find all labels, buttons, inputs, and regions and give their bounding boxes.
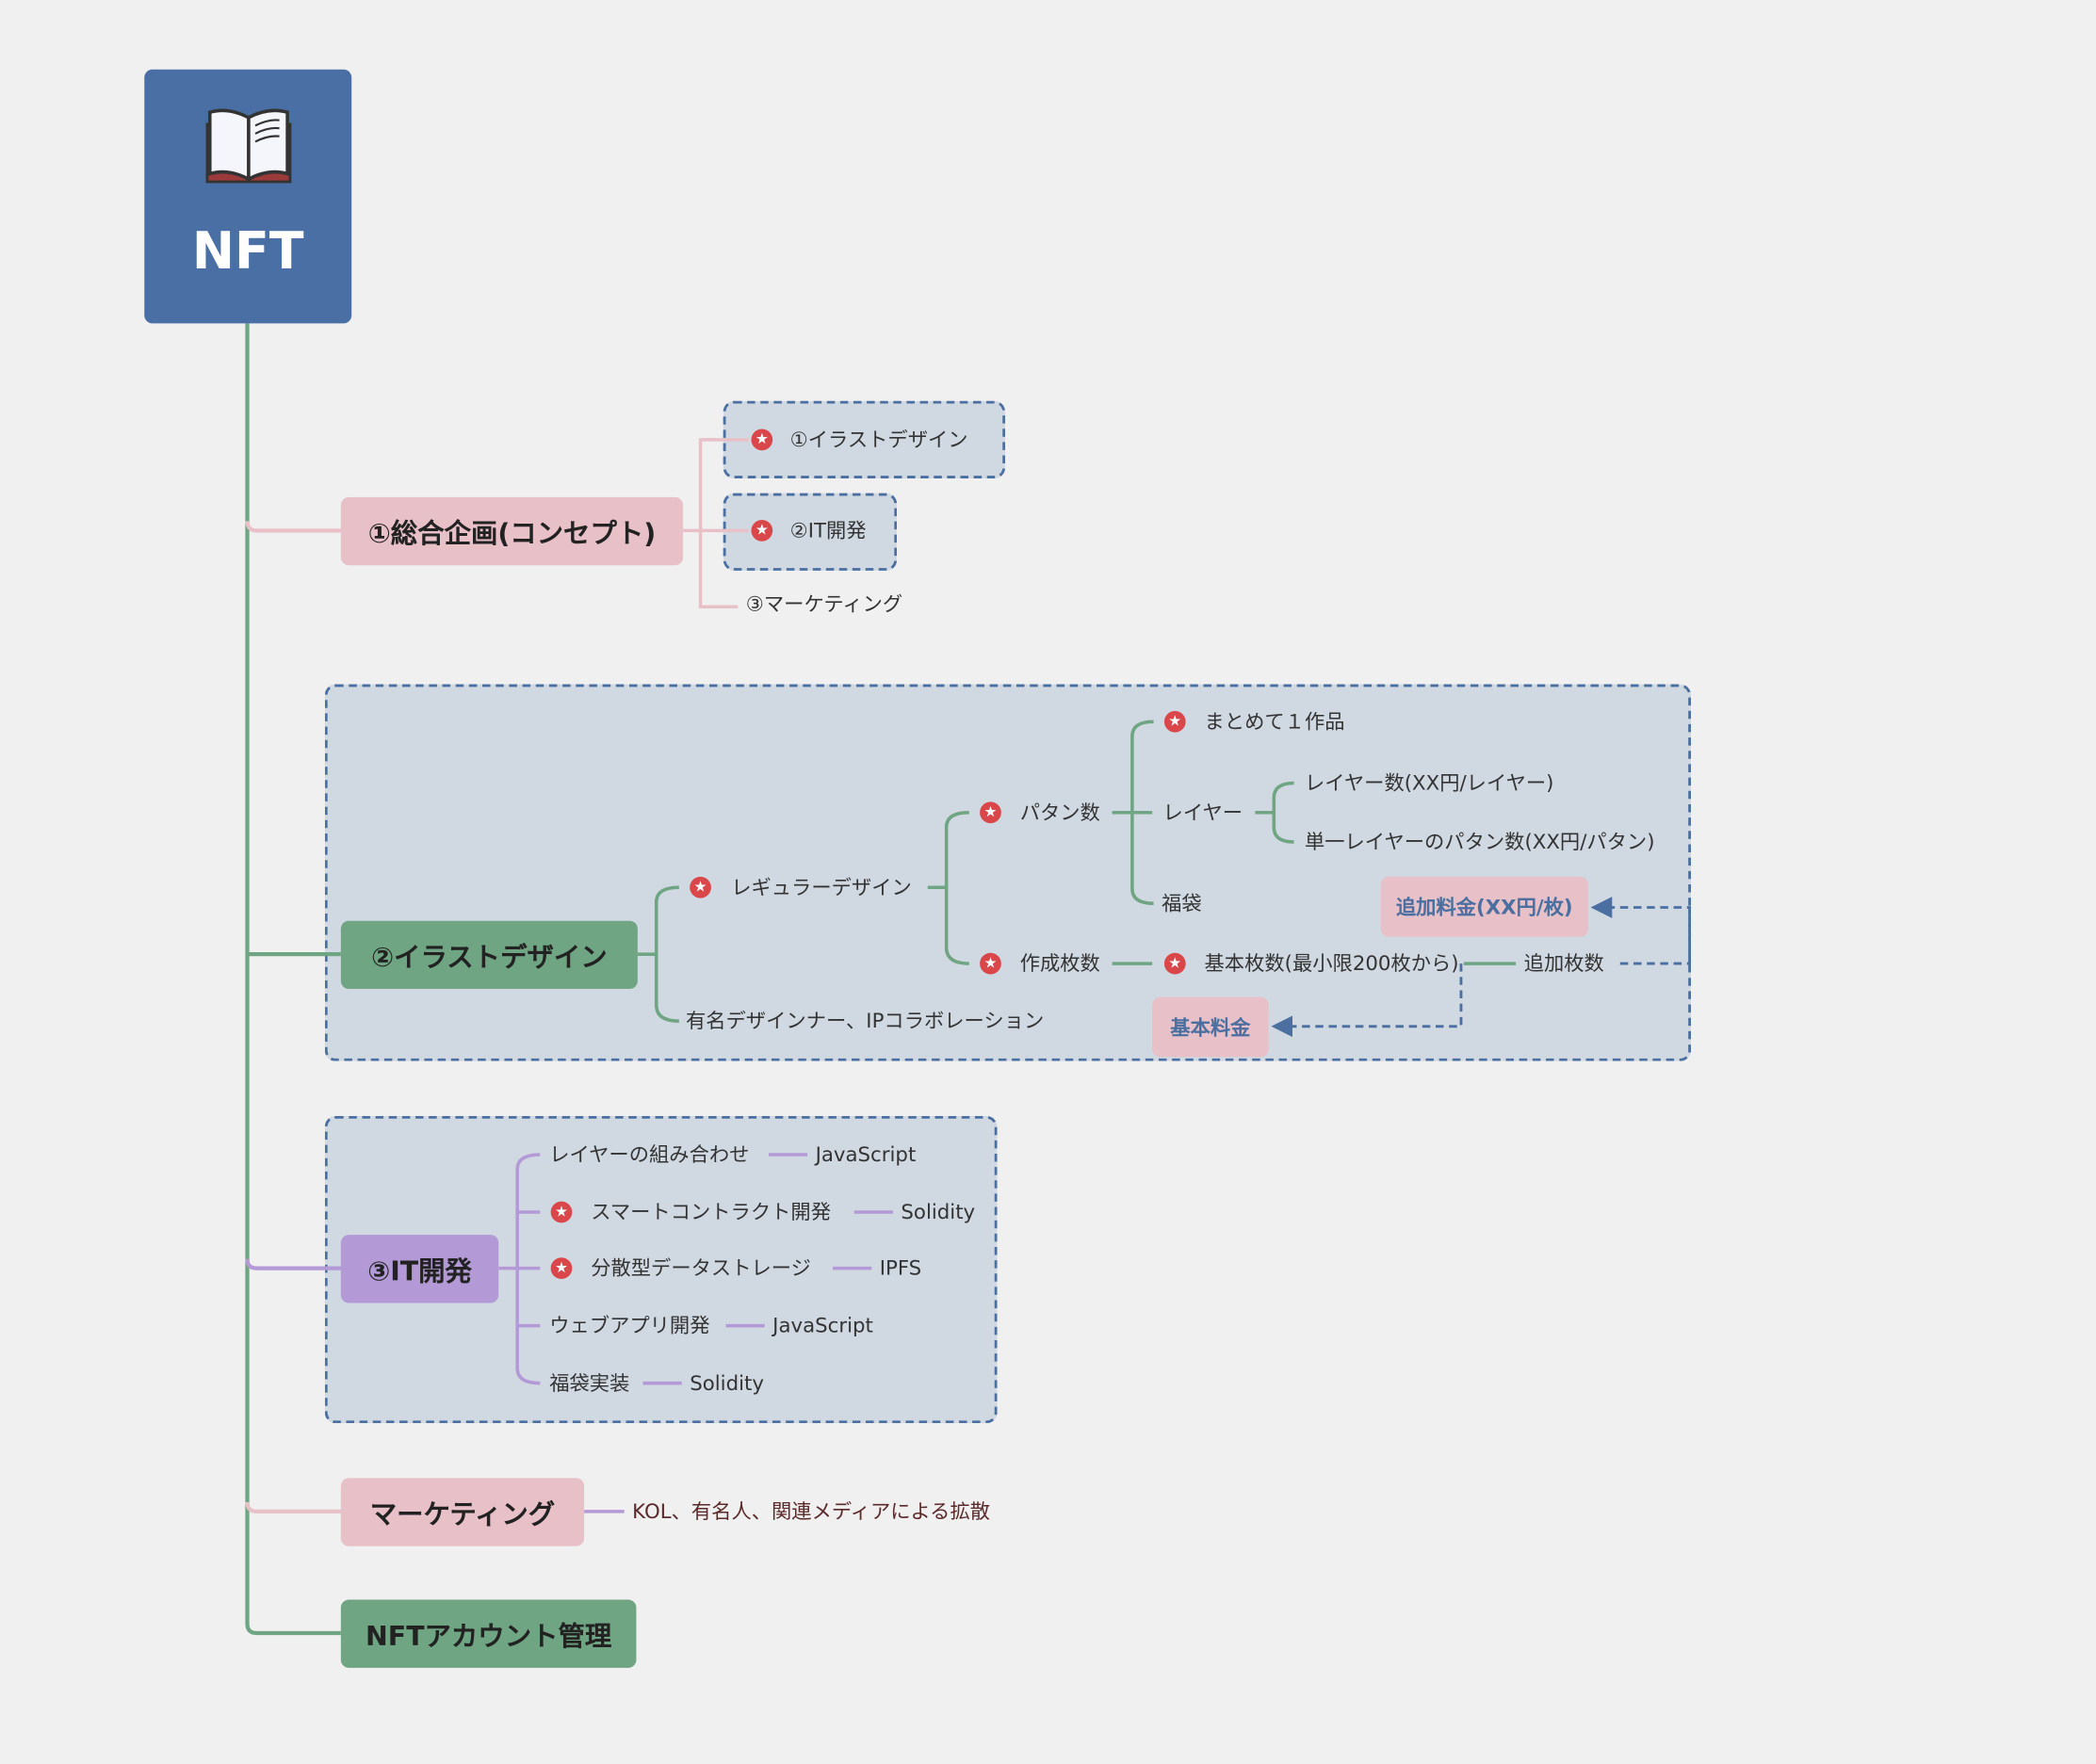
illust-matome[interactable]: まとめて１作品 [1204, 709, 1345, 735]
branch-account-label: NFTアカウント管理 [366, 1619, 612, 1652]
illust-sakusei[interactable]: 作成枚数 [1019, 951, 1100, 976]
illust-group-box [324, 684, 1692, 1061]
branch-it[interactable]: ③IT開発 [340, 1235, 499, 1303]
branch-illust-label: ②イラストデザイン [371, 940, 608, 974]
star-icon [980, 952, 1001, 975]
illust-layer-pattern[interactable]: 単一レイヤーのパタン数(XX円/パタン) [1304, 830, 1655, 854]
marketing-note[interactable]: KOL、有名人、関連メディアによる拡散 [632, 1499, 991, 1524]
concept-child-1[interactable]: ①イラストデザイン [789, 428, 968, 452]
root-title: NFT [191, 221, 304, 281]
illust-layer[interactable]: レイヤー [1162, 800, 1243, 825]
it-tech-3[interactable]: IPFS [879, 1255, 922, 1281]
it-tech-5[interactable]: Solidity [690, 1370, 764, 1396]
branch-concept[interactable]: ①総合企画(コンセプト) [340, 496, 684, 566]
illust-tsuika-count[interactable]: 追加枚数 [1523, 951, 1604, 976]
star-icon [550, 1257, 573, 1279]
tsuika-fee-label: 追加料金(XX円/枚) [1395, 895, 1573, 920]
illust-fukubukuro[interactable]: 福袋 [1162, 891, 1202, 916]
it-tech-2[interactable]: Solidity [901, 1200, 976, 1224]
star-icon [1163, 952, 1186, 975]
illust-kihon-count[interactable]: 基本枚数(最小限200枚から) [1204, 951, 1459, 976]
it-task-3[interactable]: 分散型データストレージ [591, 1255, 811, 1281]
illust-famous[interactable]: 有名デザインナー、IPコラボレーション [685, 1009, 1045, 1033]
kihon-fee-label: 基本料金 [1170, 1015, 1251, 1040]
star-icon [751, 519, 773, 542]
branch-concept-label: ①総合企画(コンセプト) [367, 517, 657, 550]
it-task-5[interactable]: 福袋実装 [549, 1370, 630, 1396]
star-icon [690, 876, 711, 898]
it-task-2[interactable]: スマートコントラクト開発 [591, 1200, 831, 1224]
root-node[interactable]: NFT [144, 69, 352, 324]
star-icon [980, 801, 1001, 824]
branch-marketing[interactable]: マーケティング [340, 1478, 585, 1546]
it-task-4[interactable]: ウェブアプリ開発 [549, 1313, 710, 1338]
open-book-icon [204, 108, 291, 184]
it-tech-1[interactable]: JavaScript [815, 1142, 917, 1167]
kihon-fee-tag[interactable]: 基本料金 [1152, 996, 1269, 1058]
star-icon [550, 1201, 573, 1223]
star-icon [751, 429, 773, 451]
illust-regular[interactable]: レギュラーデザイン [731, 875, 912, 899]
concept-child-2[interactable]: ②IT開発 [789, 518, 867, 543]
star-icon [1163, 710, 1186, 733]
it-task-1[interactable]: レイヤーの組み合わせ [549, 1142, 750, 1167]
branch-marketing-label: マーケティング [369, 1497, 556, 1530]
tsuika-fee-tag[interactable]: 追加料金(XX円/枚) [1380, 876, 1588, 937]
it-tech-4[interactable]: JavaScript [772, 1313, 873, 1338]
concept-child-3[interactable]: ③マーケティング [745, 591, 903, 617]
illust-layer-count[interactable]: レイヤー数(XX円/レイヤー) [1304, 770, 1554, 796]
branch-it-label: ③IT開発 [367, 1254, 472, 1287]
branch-illust[interactable]: ②イラストデザイン [340, 920, 638, 990]
illust-pattern[interactable]: パタン数 [1019, 800, 1100, 825]
branch-account[interactable]: NFTアカウント管理 [340, 1599, 637, 1668]
